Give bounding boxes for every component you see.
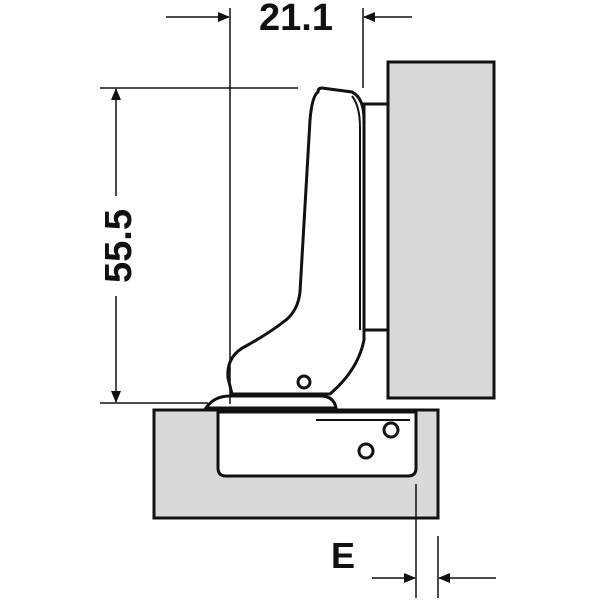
mounting-plate	[362, 102, 390, 332]
arm-rivet-hole	[296, 374, 312, 390]
dim-label-55-bg	[98, 196, 134, 296]
dim-label-21-1: 21.1	[259, 0, 333, 39]
cup-flange	[203, 394, 338, 410]
dim-label-e: E	[331, 535, 355, 576]
hinge-arm-inner-line	[351, 95, 361, 330]
dim-label-55-5: 55.5	[98, 209, 140, 283]
hinge-arm	[226, 86, 366, 396]
cabinet-side-panel	[386, 60, 496, 400]
cup-screw-hole-bottom	[357, 442, 375, 460]
cup-screw-hole-top	[382, 421, 400, 439]
hinge-cup	[216, 408, 418, 478]
